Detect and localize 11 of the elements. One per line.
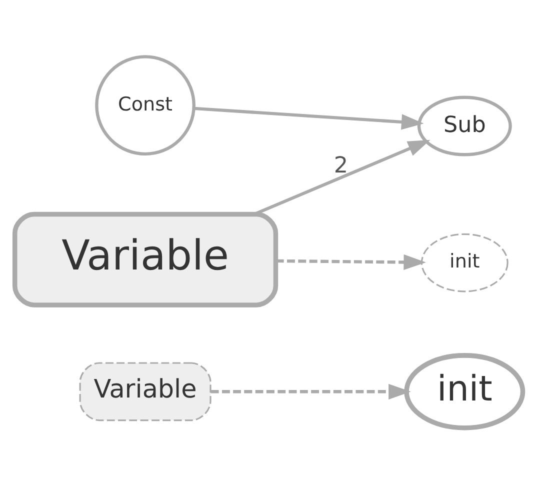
arrow	[194, 106, 424, 130]
node-ellipse: Sub	[417, 95, 512, 156]
node-ellipse: init	[404, 352, 526, 430]
arrow	[254, 139, 430, 216]
arrow	[210, 383, 411, 399]
arrow	[276, 254, 426, 270]
node-box: Variable	[79, 362, 212, 421]
node-circle: Const	[95, 54, 196, 156]
node-box: Variable	[12, 211, 278, 307]
edge-label: 2	[334, 152, 348, 178]
node-ellipse: init	[420, 232, 508, 292]
